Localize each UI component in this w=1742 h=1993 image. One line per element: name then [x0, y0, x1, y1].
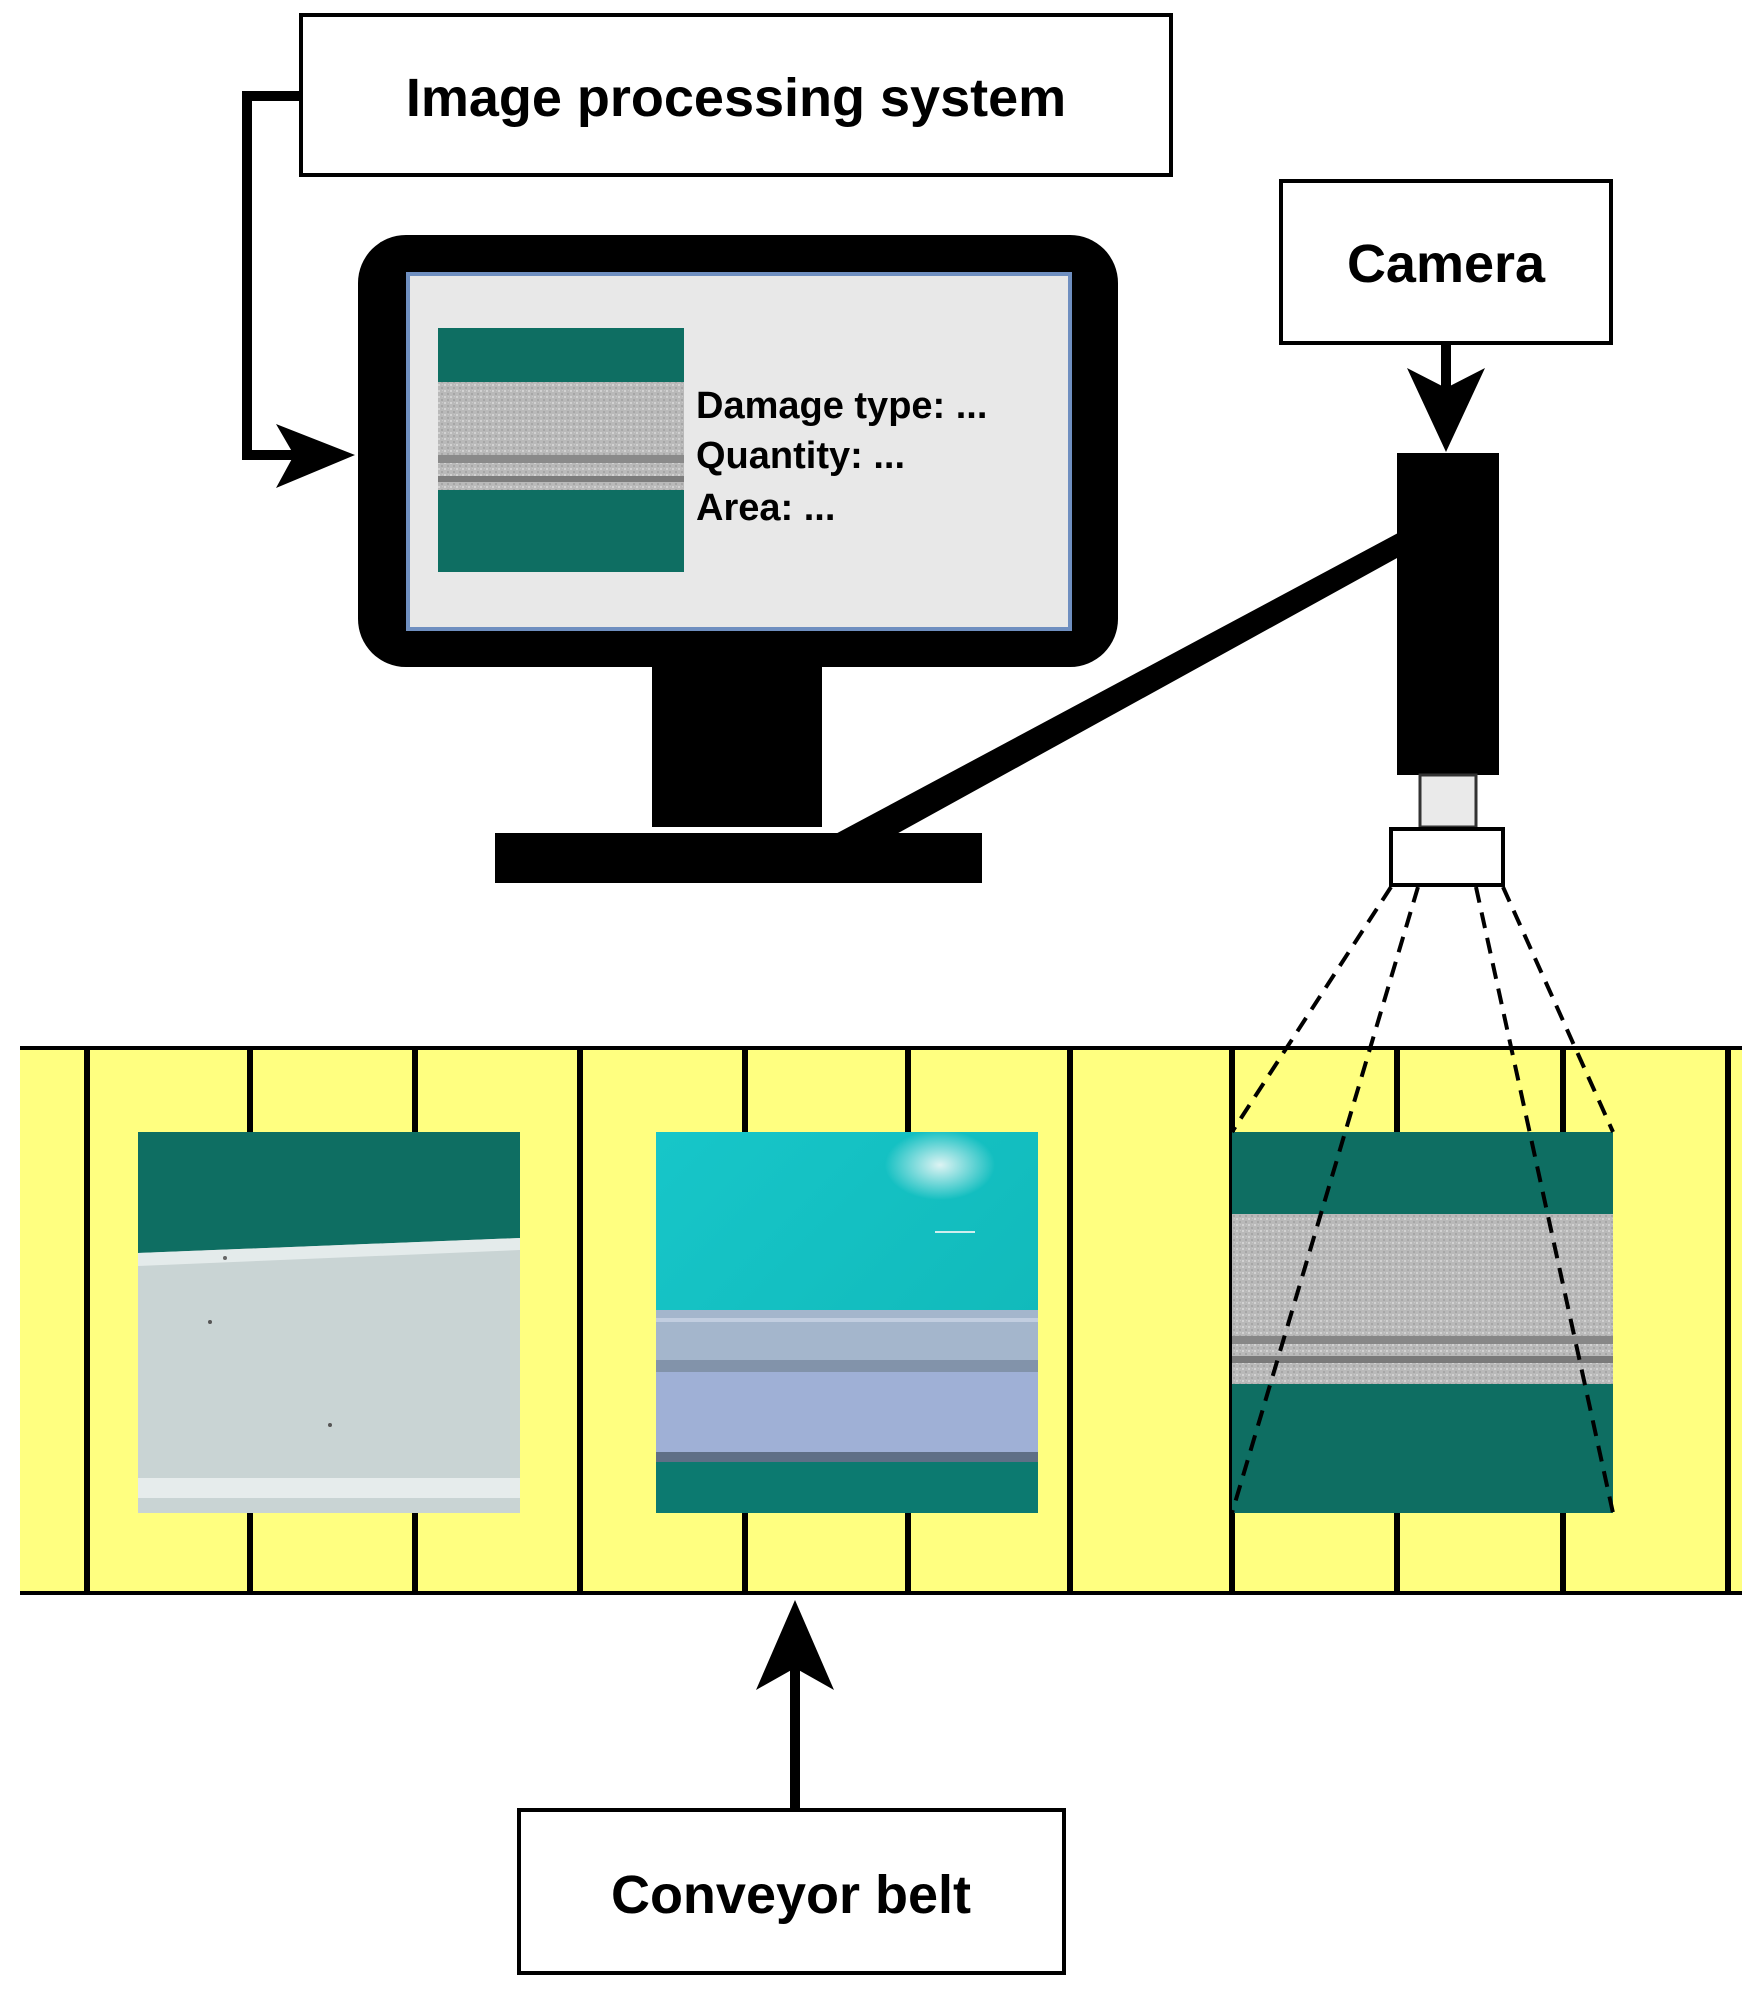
product-sample-2	[656, 1130, 1038, 1513]
quantity-text: Quantity: ...	[696, 435, 905, 477]
camera-label: Camera	[1347, 234, 1546, 294]
camera-field-of-view	[1230, 885, 1615, 1514]
camera-arm	[828, 533, 1408, 864]
area-text: Area: ...	[696, 487, 835, 529]
camera-body	[1397, 453, 1499, 775]
camera-lens-barrel	[1418, 773, 1478, 829]
monitor-base	[495, 833, 982, 883]
monitor-neck	[652, 667, 822, 827]
product-sample-1	[138, 1132, 520, 1513]
camera-arrow	[1407, 345, 1485, 452]
conveyor-arrow	[756, 1600, 834, 1810]
product-sample-3	[1232, 1132, 1613, 1513]
image-processing-system-box: Image processing system	[299, 13, 1173, 177]
connector-arrow-to-monitor	[242, 91, 355, 488]
camera-box: Camera	[1279, 179, 1613, 345]
camera-lens	[1389, 827, 1505, 887]
conveyor-belt-label: Conveyor belt	[611, 1865, 971, 1925]
image-processing-system-label: Image processing system	[406, 68, 1066, 128]
monitor: Damage type: ... Quantity: ... Area: ...	[358, 235, 1118, 883]
conveyor-belt-box: Conveyor belt	[517, 1808, 1066, 1975]
damage-type-text: Damage type: ...	[696, 385, 987, 427]
camera-icon	[1389, 453, 1505, 887]
screen-thumbnail	[438, 328, 684, 572]
